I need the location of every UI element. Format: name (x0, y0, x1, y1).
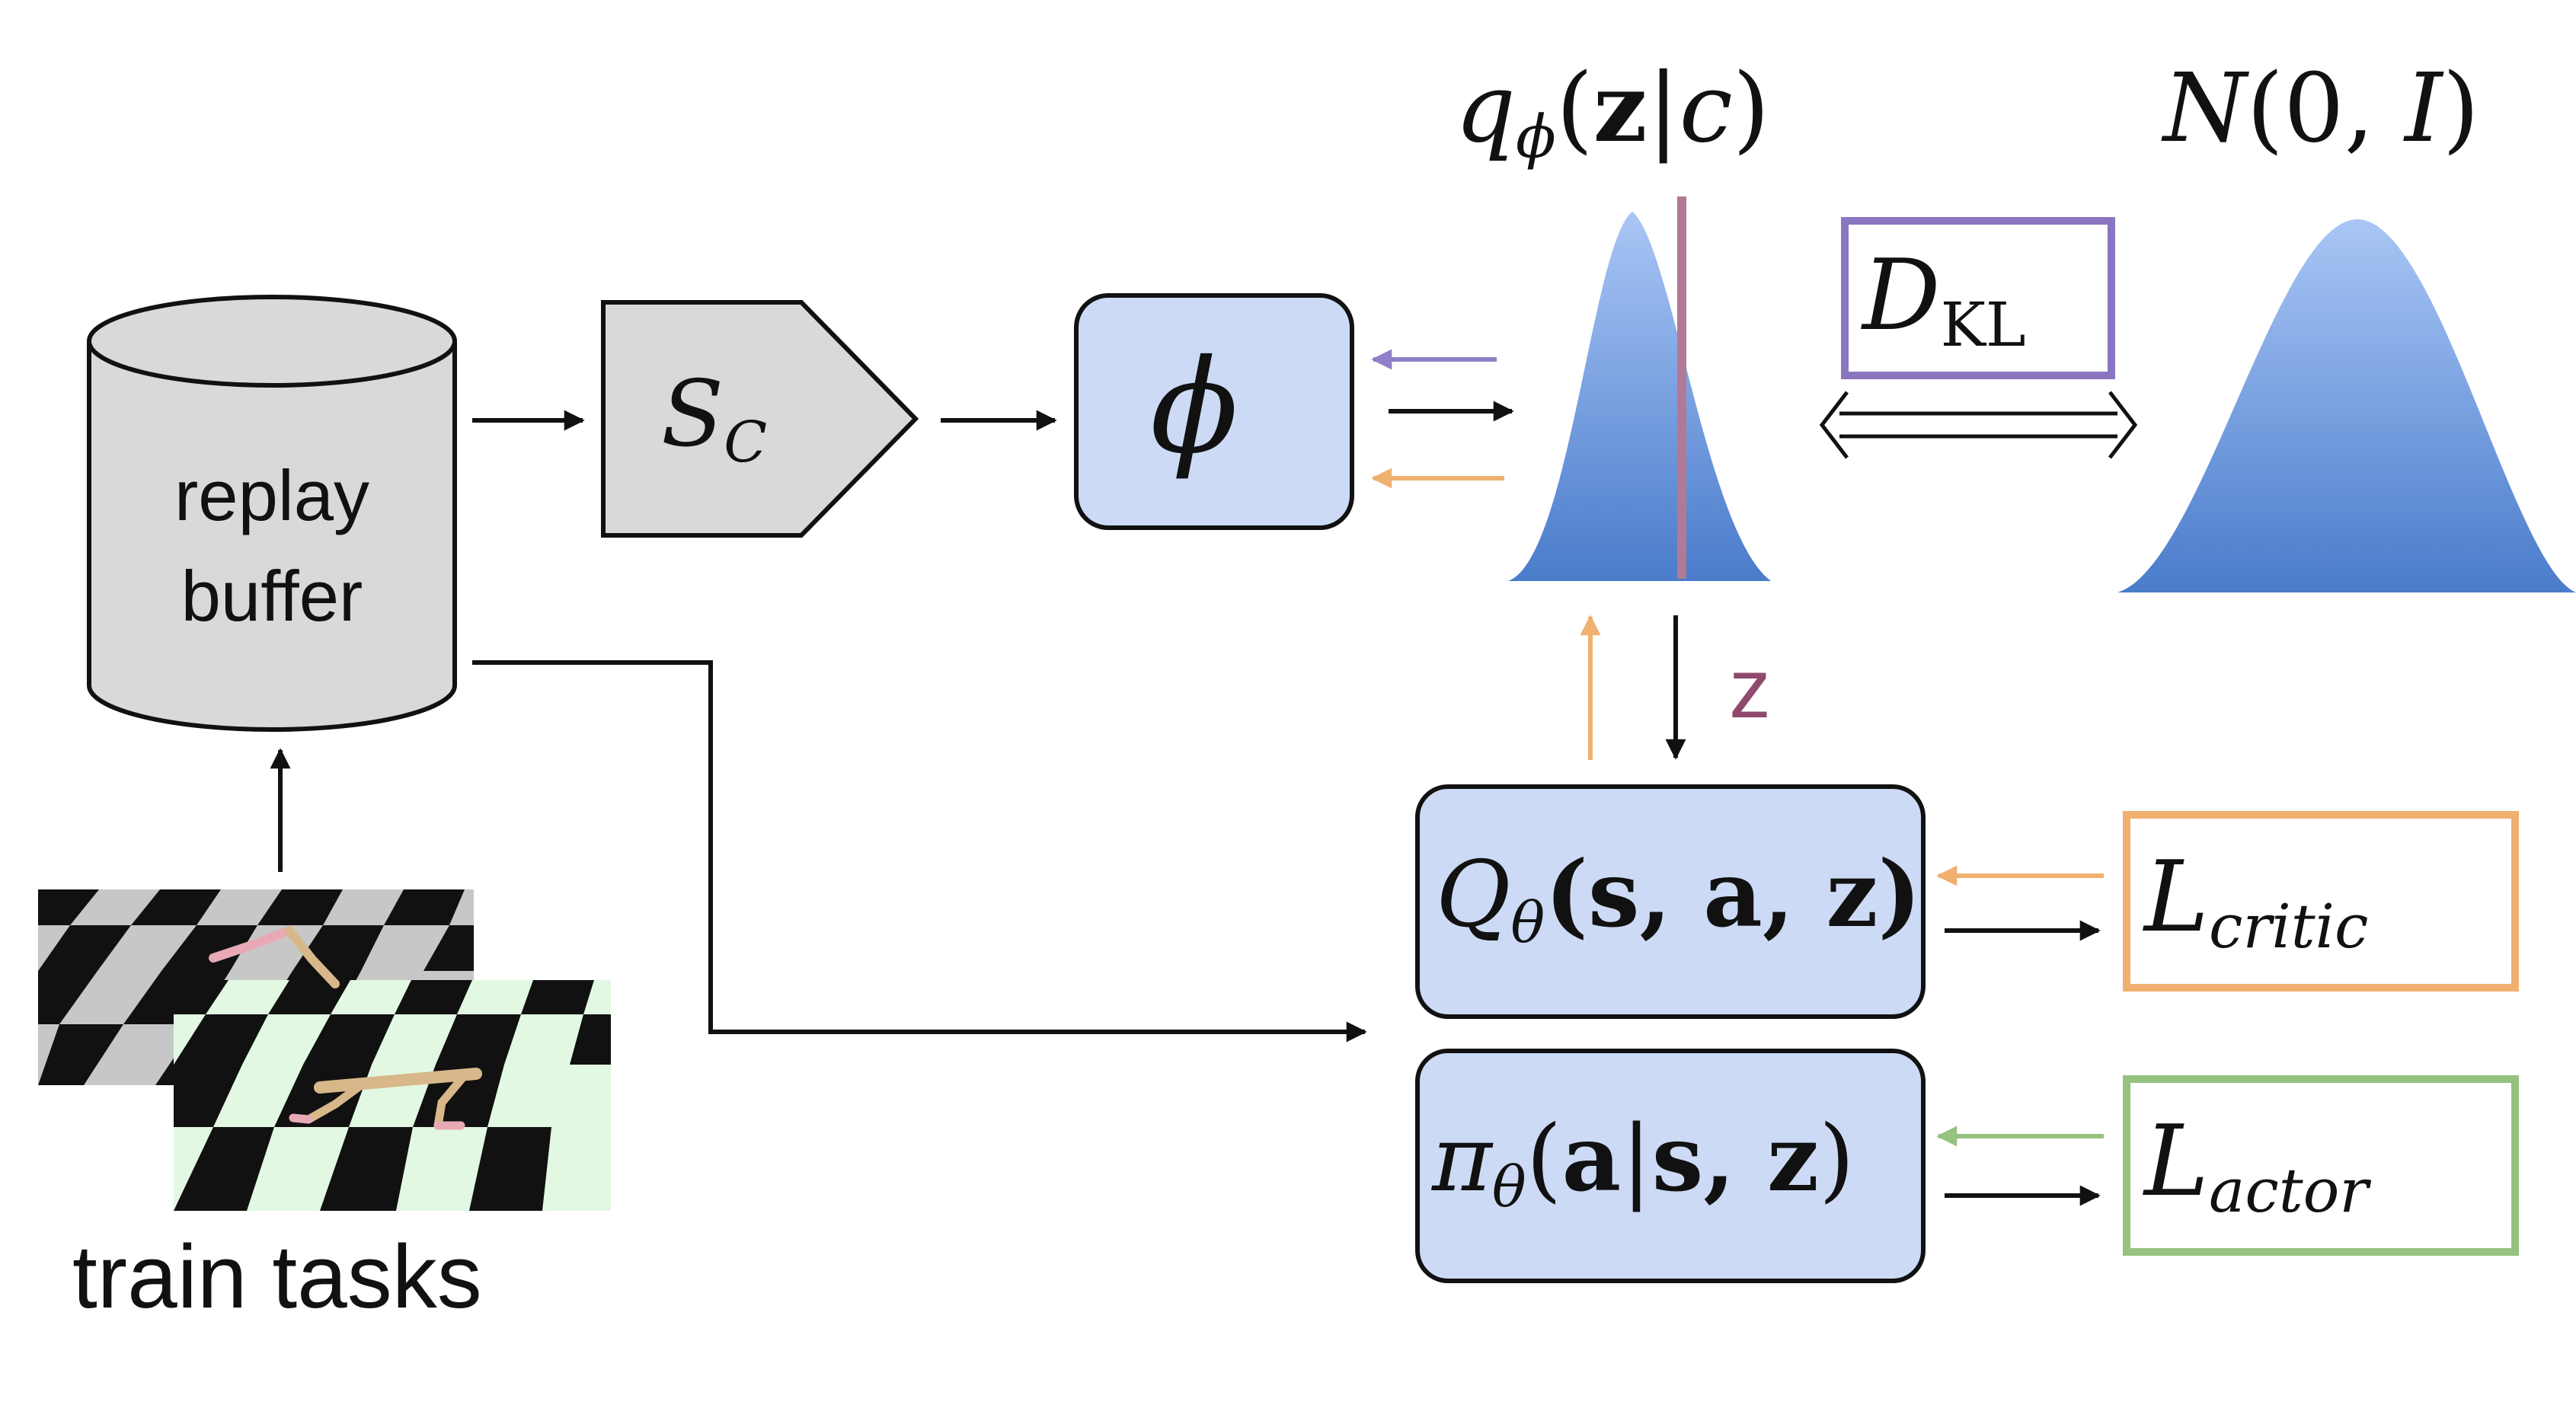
kl-sub: KL (1940, 289, 2026, 361)
prior-gaussian (2117, 219, 2576, 592)
posterior-gaussian (1508, 212, 1771, 581)
posterior-z: z (1593, 53, 1648, 164)
critic-loss-sub: critic (2209, 891, 2369, 963)
z-label: z (1729, 642, 1771, 736)
kl-d: D (1862, 239, 1941, 353)
prior-label: N(0, I) (2163, 61, 2479, 156)
actor-loss-label: Lactor (2144, 1113, 2368, 1221)
actor-sub: θ (1491, 1153, 1526, 1220)
context-sampler-shape (601, 300, 919, 538)
context-sampler-symbol: S (661, 362, 724, 468)
actor-loss-sub: actor (2209, 1155, 2369, 1227)
replay-buffer-cylinder (87, 295, 457, 732)
replay-buffer-label: replay buffer (89, 445, 455, 647)
actor-close: ) (1818, 1106, 1855, 1212)
critic-loss-l: L (2144, 841, 2209, 954)
actor-loss-l: L (2144, 1105, 2209, 1218)
cheetah-robot-back (209, 926, 340, 988)
critic-loss-label: Lcritic (2144, 849, 2368, 957)
replay-buffer-label-line1: replay (174, 455, 370, 535)
actor-pi: π (1432, 1106, 1492, 1212)
critic-loss-box (2123, 811, 2519, 991)
train-tasks-label: train tasks (72, 1227, 482, 1327)
posterior-bar: | (1647, 53, 1680, 164)
actor-box (1415, 1049, 1926, 1283)
actor-sz: s, z (1651, 1105, 1819, 1212)
encoder-symbol: ϕ (1150, 332, 1238, 483)
posterior-q: q (1455, 53, 1517, 164)
critic-box (1415, 784, 1926, 1019)
encoder-box (1074, 293, 1354, 530)
prior-close: ) (2442, 53, 2480, 164)
critic-args: (s, a, z) (1545, 841, 1922, 948)
prior-n: N (2163, 53, 2247, 164)
replay-buffer-label-line2: buffer (181, 556, 363, 636)
actor-open: ( (1526, 1106, 1562, 1212)
cheetah-robot-front (289, 1068, 482, 1130)
arrow-buffer-to-networks (472, 660, 1367, 1043)
prior-i: I (2405, 53, 2443, 164)
critic-q: Q (1436, 842, 1511, 948)
context-sampler-label: SC (661, 369, 767, 471)
encoder-label: ϕ (1150, 343, 1238, 472)
context-sampler-subscript: C (724, 408, 768, 475)
kl-label: DKL (1862, 247, 2026, 356)
posterior-sub: ϕ (1516, 103, 1556, 172)
critic-sub: θ (1510, 889, 1545, 956)
kl-double-arrow (1819, 391, 2138, 459)
actor-loss-box (2123, 1075, 2519, 1256)
train-task-image-front (174, 980, 611, 1211)
posterior-c: c (1679, 53, 1733, 164)
posterior-open: ( (1555, 53, 1593, 164)
posterior-close: ) (1732, 53, 1770, 164)
critic-label: Qθ(s, a, z) (1436, 849, 1921, 951)
kl-box (1841, 217, 2115, 379)
posterior-label: qϕ(z|c) (1455, 61, 1770, 168)
actor-label: πθ(a|s, z) (1432, 1113, 1855, 1215)
actor-bar: | (1621, 1106, 1652, 1212)
prior-args: (0, (2246, 53, 2405, 164)
actor-a: a (1561, 1105, 1622, 1212)
